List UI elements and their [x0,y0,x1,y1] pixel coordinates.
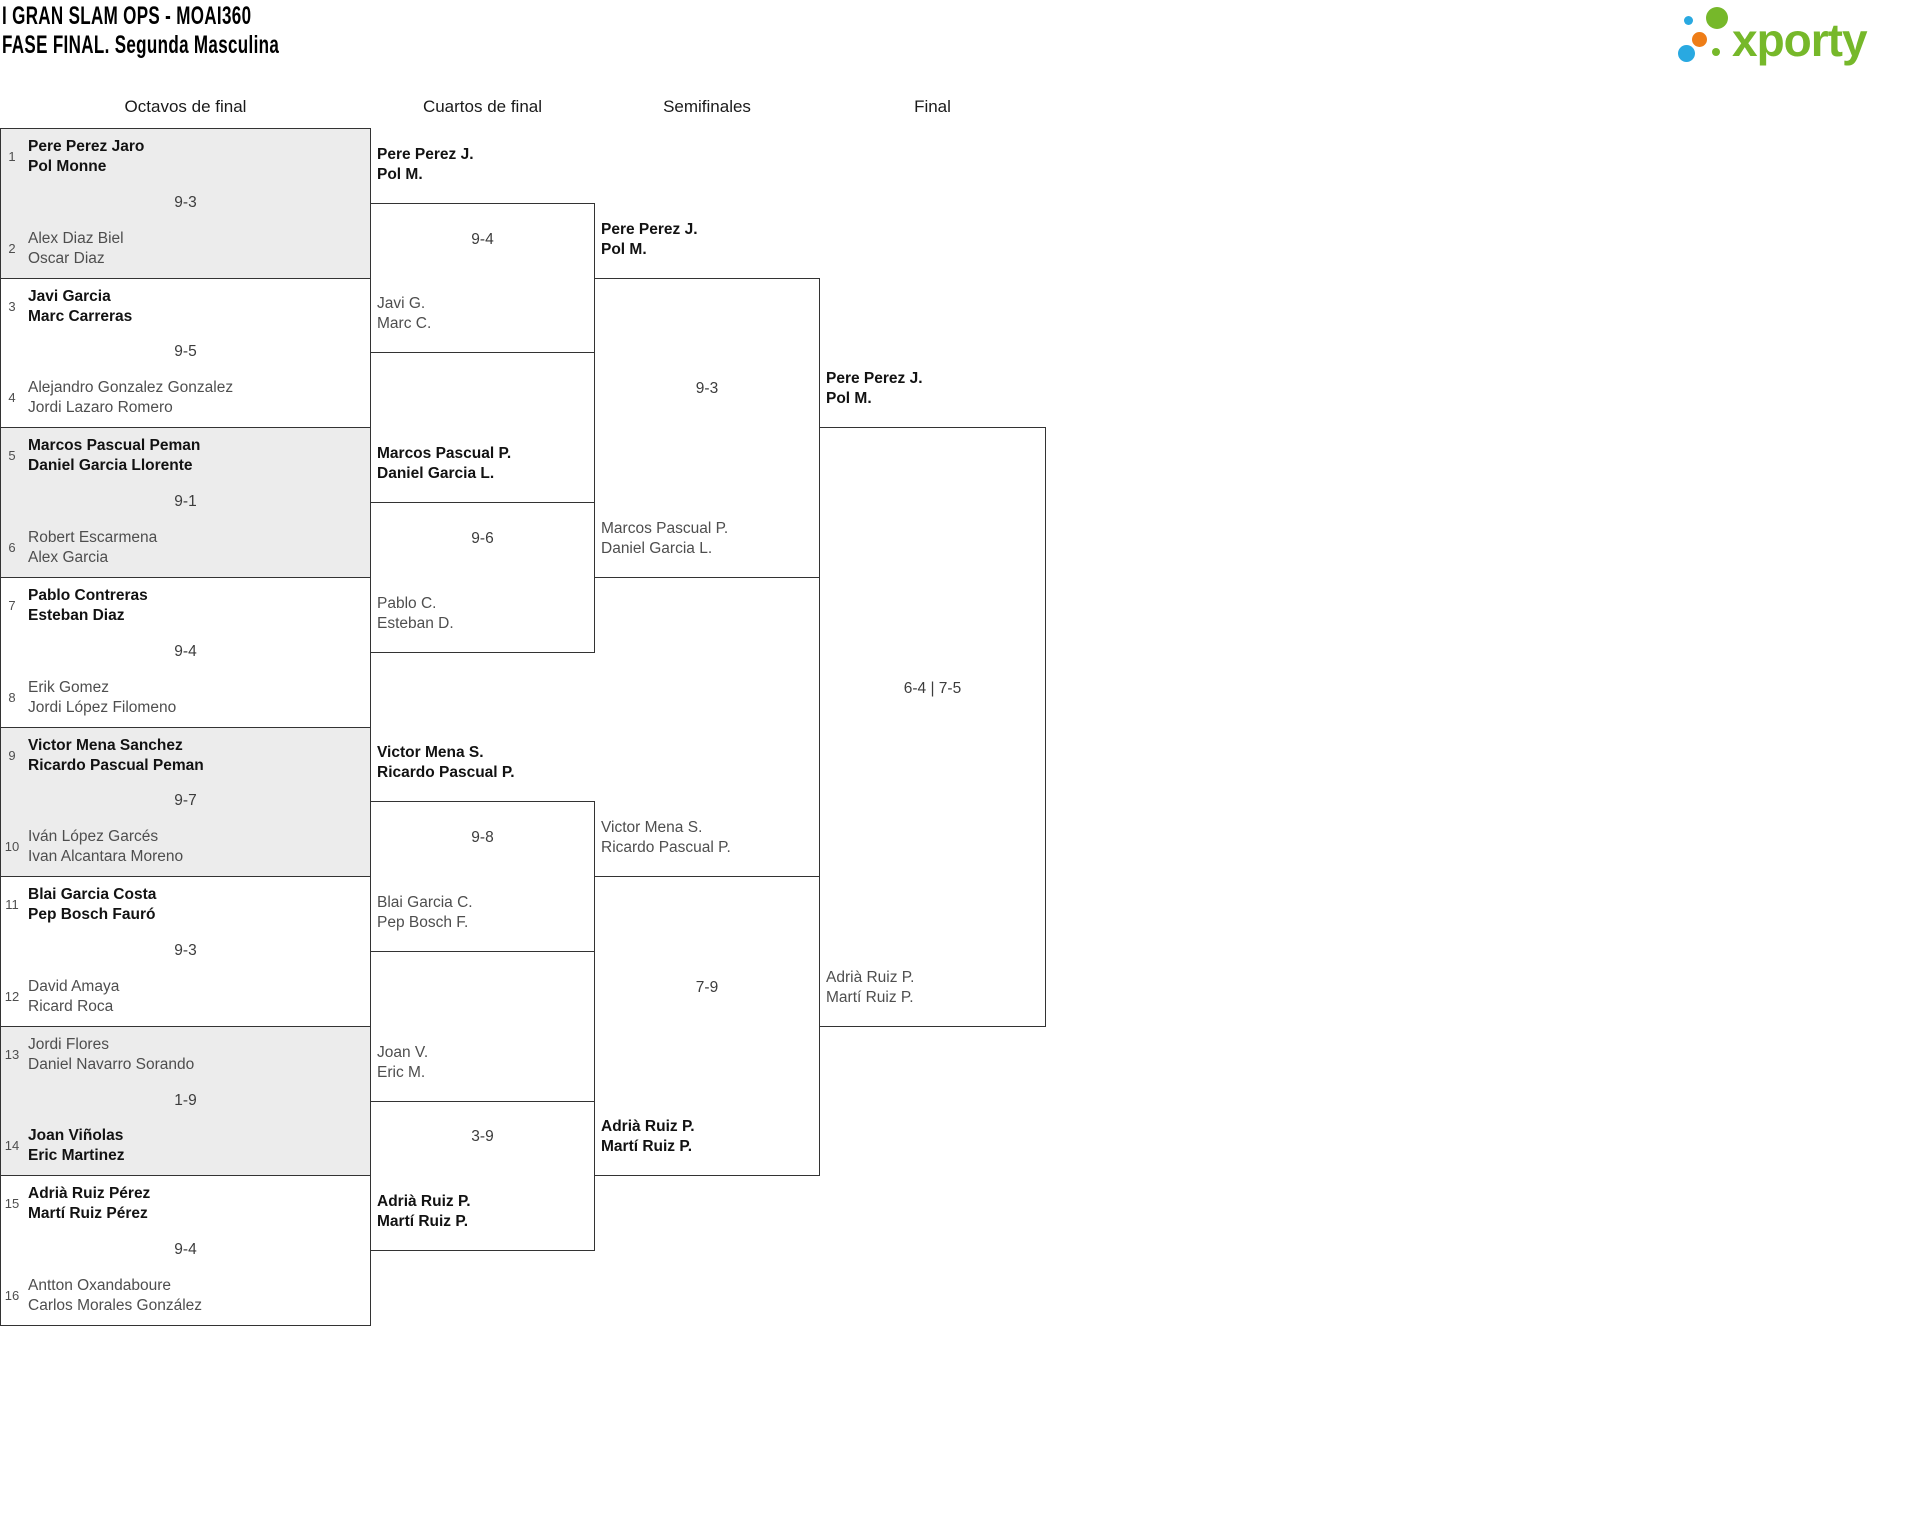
match-score: 1-9 [174,1091,197,1109]
logo-dot-green-small [1712,48,1720,56]
r0-match-8-box [0,1175,371,1326]
r0-match-5-box [0,726,371,878]
match-score: 9-7 [174,792,197,810]
seed-number: 14 [4,1138,20,1154]
seed-number: 4 [8,390,16,406]
phase-subtitle: FASE FINAL. Segunda Masculina [2,31,280,59]
round-header-semifinales: Semifinales [663,97,751,116]
team-name: Adrià Ruiz P.Martí Ruiz P. [377,1193,471,1231]
seed-number: 15 [4,1196,20,1212]
match-score: 9-3 [174,941,197,959]
seed-number: 16 [4,1288,20,1303]
seed-number: 7 [8,597,16,613]
match-score: 9-4 [174,1241,197,1259]
seed-number: 12 [4,988,20,1004]
team-name: Victor Mena S.Ricardo Pascual P. [601,819,731,857]
match-score: 9-3 [174,193,197,211]
match-score: 9-3 [695,380,719,398]
team-name: Blai Garcia C.Pep Bosch F. [377,893,473,931]
logo-dot-blue-medium [1678,45,1695,62]
round-header-cuartos: Cuartos de final [422,97,543,116]
match-score: 7-9 [695,978,719,996]
seed-number: 5 [8,448,16,464]
match-score: 6-4 | 7-5 [903,679,962,697]
match-score: 9-6 [471,529,494,547]
logo-wordmark: xporty [1732,14,1868,66]
team-name: Victor Mena S.Ricardo Pascual P. [377,744,515,782]
tournament-name: I GRAN SLAM OPS - MOAI360 [2,2,252,30]
team-name: Pere Perez J.Pol M. [377,145,474,183]
seed-number: 11 [5,897,19,913]
team-name: Adrià Ruiz P.Martí Ruiz P. [601,1118,695,1156]
team-name: Pere Perez J.Pol M. [601,220,698,258]
r3-match-1-box [819,427,1046,1027]
match-score: 3-9 [471,1128,494,1146]
match-score: 9-1 [174,493,197,511]
r0-match-6-box [0,876,371,1027]
logo-dot-green-large [1706,7,1728,29]
r0-match-2-box [0,277,371,429]
team-name: Joan V.Eric M. [377,1043,429,1081]
match-score: 9-8 [471,829,494,847]
seed-number: 9 [8,747,16,763]
r0-match-3-box [0,427,371,578]
match-score: 9-4 [471,230,494,248]
seed-number: 6 [8,539,16,555]
seed-number: 1 [8,149,16,164]
team-name: Marcos Pascual P.Daniel Garcia L. [377,445,512,483]
match-score: 9-5 [174,343,197,361]
seed-number: 10 [4,839,20,855]
team-name: Pere Perez J.Pol M. [826,370,923,408]
round-header-final: Final [914,97,951,116]
match-score: 9-4 [174,642,197,660]
page-title: I GRAN SLAM OPS - MOAI360 FASE FINAL. Se… [2,2,410,60]
seed-number: 3 [8,298,16,314]
seed-number: 13 [4,1046,20,1062]
logo-dot-orange [1692,32,1707,47]
logo-dot-blue-small [1684,16,1693,25]
seed-number: 8 [8,689,16,705]
seed-number: 2 [8,240,16,256]
team-name: Marcos Pascual P.Daniel Garcia L. [601,519,729,557]
team-name: Pablo C.Esteban D. [377,594,454,632]
r0-match-7-box [0,1025,371,1177]
team-name: Javi G.Marc C. [377,295,432,333]
team-name: Adrià Ruiz P.Martí Ruiz P. [826,968,915,1006]
round-header-octavos: Octavos de final [124,97,247,116]
r0-match-4-box [0,576,371,728]
